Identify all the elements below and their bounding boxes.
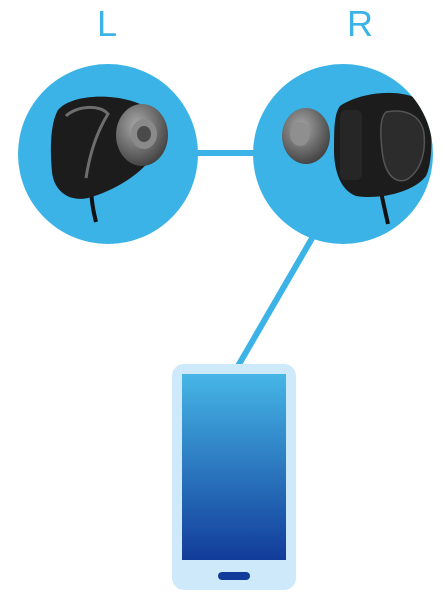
phone-screen (182, 374, 286, 560)
smartphone-icon (172, 364, 296, 590)
phone-home-button (218, 572, 250, 580)
phone-link-line (238, 228, 318, 366)
